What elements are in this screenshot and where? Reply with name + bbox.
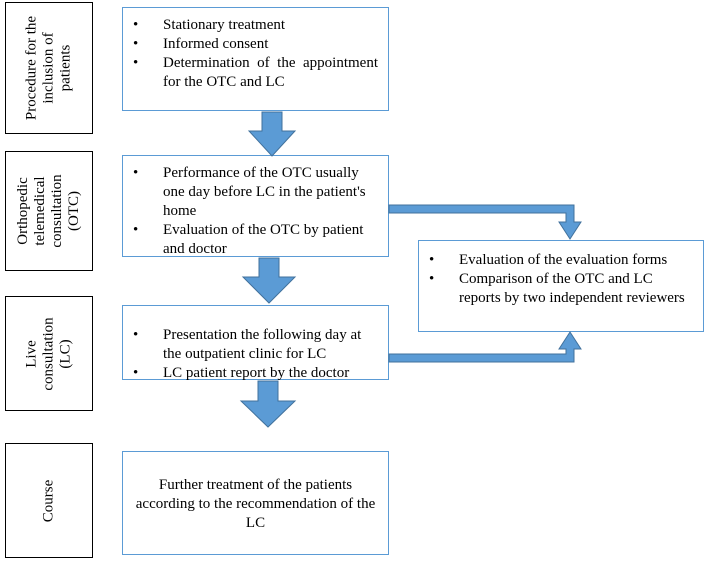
procedure-item-stationary: Stationary treatment	[123, 16, 378, 35]
otc-item-performance: Performance of the OTC usually one day b…	[123, 164, 378, 221]
lc-box: Presentation the following day at the ou…	[122, 305, 389, 383]
evaluation-item-comparison: Comparison of the OTC and LC reports by …	[419, 270, 695, 308]
procedure-box: Stationary treatment Informed consent De…	[122, 7, 389, 111]
lc-item-presentation: Presentation the following day at the ou…	[123, 326, 378, 364]
label-box-otc: Orthopedic telemedical consultation (OTC…	[5, 151, 93, 271]
down-arrow-procedure-otc	[247, 111, 297, 157]
evaluation-item-forms: Evaluation of the evaluation forms	[419, 251, 695, 270]
elbow-arrow-otc-evaluation	[388, 204, 582, 240]
otc-list: Performance of the OTC usually one day b…	[123, 164, 378, 259]
course-text: Further treatment of the patients accord…	[135, 477, 376, 531]
lc-item-report: LC patient report by the doctor	[123, 364, 378, 383]
down-arrow-lc-course	[239, 380, 297, 428]
label-box-course: Course	[5, 443, 93, 558]
evaluation-box: Evaluation of the evaluation forms Compa…	[418, 240, 704, 332]
otc-item-evaluation: Evaluation of the OTC by patient and doc…	[123, 221, 378, 259]
course-box: Further treatment of the patients accord…	[122, 451, 389, 555]
procedure-item-consent: Informed consent	[123, 35, 378, 54]
procedure-item-appointment: Determination of the appointment for the…	[123, 54, 378, 92]
procedure-list: Stationary treatment Informed consent De…	[123, 16, 378, 92]
otc-box: Performance of the OTC usually one day b…	[122, 155, 389, 257]
lc-list: Presentation the following day at the ou…	[123, 326, 378, 383]
label-box-lc: Live consultation (LC)	[5, 296, 93, 411]
elbow-arrow-lc-evaluation	[388, 331, 582, 363]
evaluation-list: Evaluation of the evaluation forms Compa…	[419, 251, 695, 308]
down-arrow-otc-lc	[241, 257, 297, 304]
label-box-procedure: Procedure for the inclusion of patients	[5, 2, 93, 134]
